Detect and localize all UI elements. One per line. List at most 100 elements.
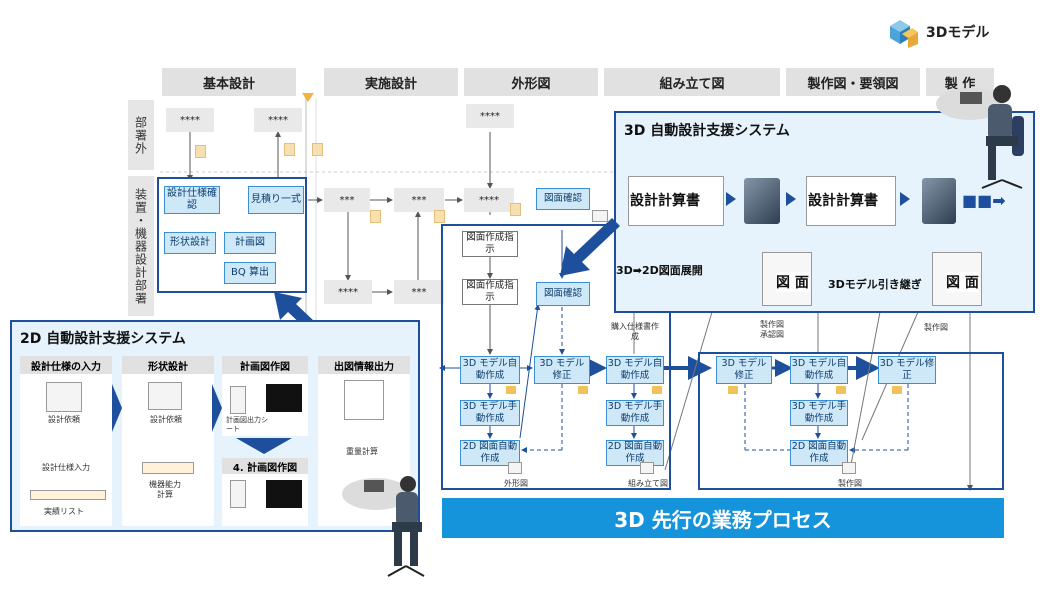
capacity-sheet-icon <box>142 462 194 474</box>
outline-item-1: **** <box>464 188 514 212</box>
modify-box-2: 3D モデル修正 <box>716 356 772 384</box>
chevron-right-icon <box>786 192 796 206</box>
lane-design-dept: 装置・機器設計部署 <box>128 176 154 316</box>
request-label: 設計依頼 <box>48 415 80 424</box>
model-block-icon <box>922 178 956 224</box>
calc-book-label-2: 設計計算書 <box>808 190 878 210</box>
estimate-box: 見積り一式 <box>248 186 304 214</box>
manual-create-box-3: 3D モデル手動作成 <box>790 400 848 426</box>
chevron-right-icon <box>112 384 122 432</box>
output-sheet-icon <box>344 380 384 420</box>
model-block-icon <box>744 178 780 224</box>
timeline-marker-icon <box>302 93 314 102</box>
logo-label: 3Dモデル <box>926 25 990 41</box>
auto-create-box-2: 3D モデル自動作成 <box>606 356 664 384</box>
step-header-3: 計画図作図 <box>222 356 308 374</box>
auto-2d-box-3: 2D 図面自動作成 <box>790 440 848 466</box>
drawing-sheet-icon <box>508 462 522 474</box>
model-cube-icon <box>652 386 662 394</box>
shape-design-box: 形状設計 <box>164 232 216 254</box>
person-at-desk-icon <box>936 85 1024 189</box>
expand-label: 3D➡2D図面展開 <box>616 264 703 277</box>
plan-sheet-icon <box>230 386 246 414</box>
confirm-box-2: 図面確認 <box>536 282 590 306</box>
memo-icon <box>510 203 521 216</box>
memo-icon <box>434 210 445 223</box>
memo-icon <box>284 143 295 156</box>
manual-create-box-1: 3D モデル手動作成 <box>460 400 520 426</box>
document-stack-icon <box>46 382 82 412</box>
record-list-label: 実績リスト <box>44 507 84 516</box>
lane-outside: 部署外 <box>128 100 154 170</box>
model-cube-icon <box>892 386 902 394</box>
outside-item-1: **** <box>166 108 214 132</box>
drawing-label-1: 図 面 <box>776 272 809 292</box>
big-arrow-to-3d-icon <box>560 218 620 276</box>
drawing-sheet-icon <box>592 210 608 222</box>
phase-production-drawing: 製作図・要領図 <box>786 68 920 96</box>
phase-detailed-design: 実施設計 <box>324 68 458 96</box>
flow-container-right <box>698 352 1004 490</box>
model-cube-icon <box>506 386 516 394</box>
auto-2d-box-1: 2D 図面自動作成 <box>460 440 520 466</box>
process-banner: 3D 先行の業務プロセス <box>442 498 1004 538</box>
instruction-box-2: 図面作成指示 <box>462 279 518 305</box>
outline-drawing-label: 外形図 <box>504 479 528 488</box>
auto-2d-box-2: 2D 図面自動作成 <box>606 440 664 466</box>
plan-drawing-box: 計画図 <box>224 232 276 254</box>
purchase-spec-label: 購入仕様書作成 <box>611 322 659 341</box>
detail-item-4: *** <box>394 280 444 304</box>
plan-sheet-label: 計画図出力シート <box>226 416 268 433</box>
cube-logo-icon <box>886 14 920 48</box>
manual-create-box-2: 3D モデル手動作成 <box>606 400 664 426</box>
outside-item-2: **** <box>254 108 302 132</box>
memo-icon <box>195 145 206 158</box>
auto-create-box-1: 3D モデル自動作成 <box>460 356 520 384</box>
step-header-4: 出図情報出力 <box>318 356 410 374</box>
drawing-sheet-icon <box>842 462 856 474</box>
detail-item-2: *** <box>394 188 444 212</box>
spec-check-box: 設計仕様確認 <box>164 186 220 214</box>
model-cube-icon <box>728 386 738 394</box>
confirm-box-1: 図面確認 <box>536 188 590 210</box>
person-at-desk-icon <box>342 476 425 577</box>
continue-arrow-icon: ■■➡ <box>962 191 1006 210</box>
modify-box-1: 3D モデル修正 <box>534 356 590 384</box>
drawing-sheet-icon <box>640 462 654 474</box>
record-list-icon <box>30 490 106 500</box>
chevron-down-icon <box>236 438 292 454</box>
prod-drawing-label: 製作図 <box>924 323 948 332</box>
detail-item-1: *** <box>324 188 370 212</box>
memo-icon <box>312 143 323 156</box>
bq-box: BQ 算出 <box>224 262 276 284</box>
inherit-label: 3Dモデル引き継ぎ <box>828 278 922 291</box>
modify-box-3: 3D モデル修正 <box>878 356 936 384</box>
step-header-5: 4. 計画図作図 <box>222 458 308 474</box>
assembly-drawing-label: 組み立て図 <box>628 479 668 488</box>
system-2d-title: 2D 自動設計支援システム <box>20 331 186 347</box>
instruction-box-1: 図面作成指示 <box>462 231 518 257</box>
request-label-2: 設計依頼 <box>150 415 182 424</box>
weight-label: 重量計算 <box>346 447 378 456</box>
phase-basic-design: 基本設計 <box>162 68 296 96</box>
model-cube-icon <box>578 386 588 394</box>
flow-container-left <box>441 224 671 490</box>
phase-assembly-drawing: 組み立て図 <box>604 68 780 96</box>
drawing-label-2: 図 面 <box>946 272 979 292</box>
detail-item-3: **** <box>324 280 372 304</box>
system-3d-title: 3D 自動設計支援システム <box>624 123 790 139</box>
chevron-right-icon <box>726 192 736 206</box>
step-header-1: 設計仕様の入力 <box>20 356 112 374</box>
chevron-right-icon <box>212 384 222 432</box>
chevron-right-icon <box>900 192 910 206</box>
model-cube-icon <box>836 386 846 394</box>
prod-drawing-label-2: 製作図 <box>838 479 862 488</box>
cad-screen-icon <box>266 480 302 508</box>
document-stack-icon <box>148 382 182 410</box>
step-header-2: 形状設計 <box>122 356 214 374</box>
spec-input-label: 設計仕様入力 <box>42 463 90 472</box>
outside-item-3: **** <box>466 104 514 128</box>
calc-book-label-1: 設計計算書 <box>630 190 700 210</box>
phase-outline-drawing: 外形図 <box>464 68 598 96</box>
plan-sheet-icon <box>230 480 246 508</box>
